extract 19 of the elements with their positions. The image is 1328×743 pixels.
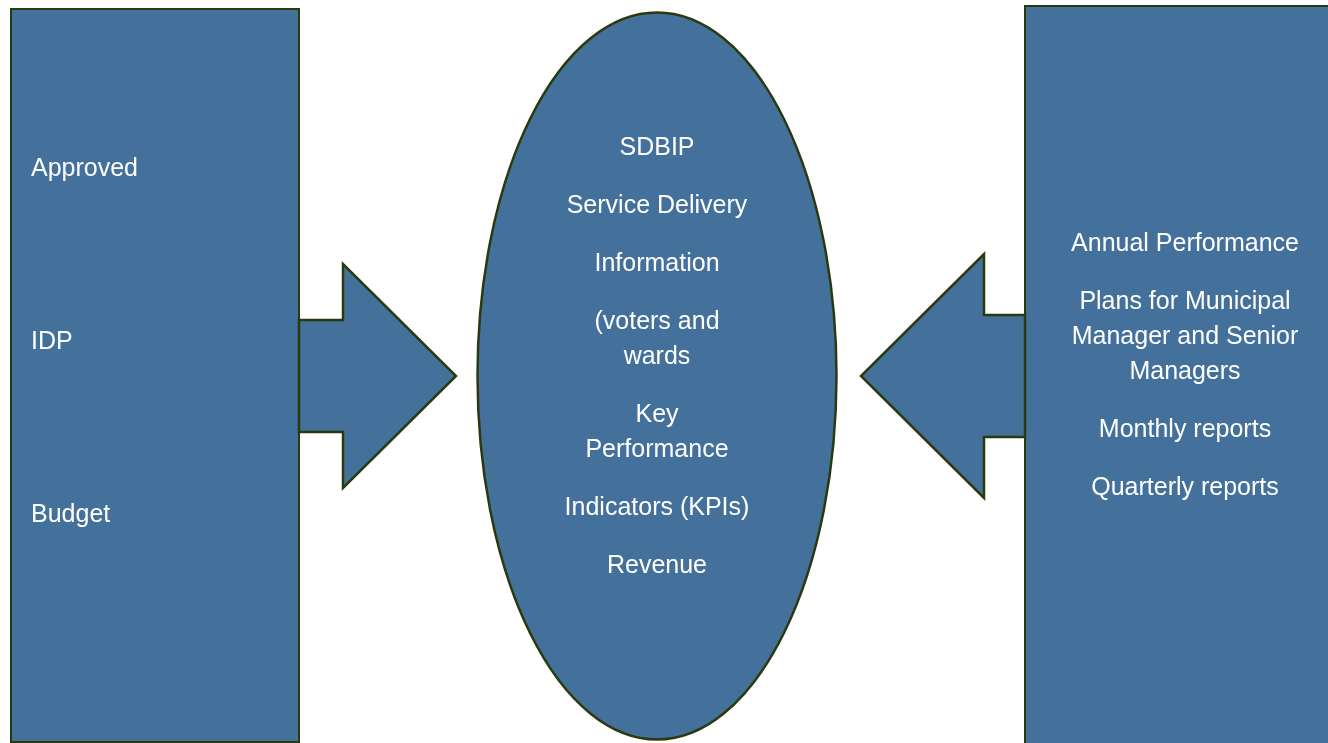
text-box [1024, 5, 1328, 743]
node-text: (voters and wards [593, 305, 721, 371]
node-text: Revenue [606, 549, 708, 580]
node-text: Quarterly reports [1091, 471, 1279, 502]
node-text: Annual Performance [1071, 227, 1299, 258]
node-text: SDBIP [619, 131, 695, 162]
node-text: Approved [31, 152, 139, 183]
node-text: IDP [31, 325, 73, 356]
node-text: Monthly reports [1098, 413, 1272, 444]
block-arrow [859, 251, 1027, 501]
node-text: Service Delivery [566, 189, 748, 220]
node-text: Plans for Municipal Manager and Senior Managers [1070, 285, 1300, 386]
node-text: Information [594, 247, 720, 278]
ellipse-node [476, 11, 838, 741]
node-text: Indicators (KPIs) [564, 491, 750, 522]
node-text: Key Performance [584, 398, 730, 464]
node-text: Budget [31, 498, 111, 529]
block-arrow [297, 261, 458, 491]
text-box [10, 8, 300, 743]
